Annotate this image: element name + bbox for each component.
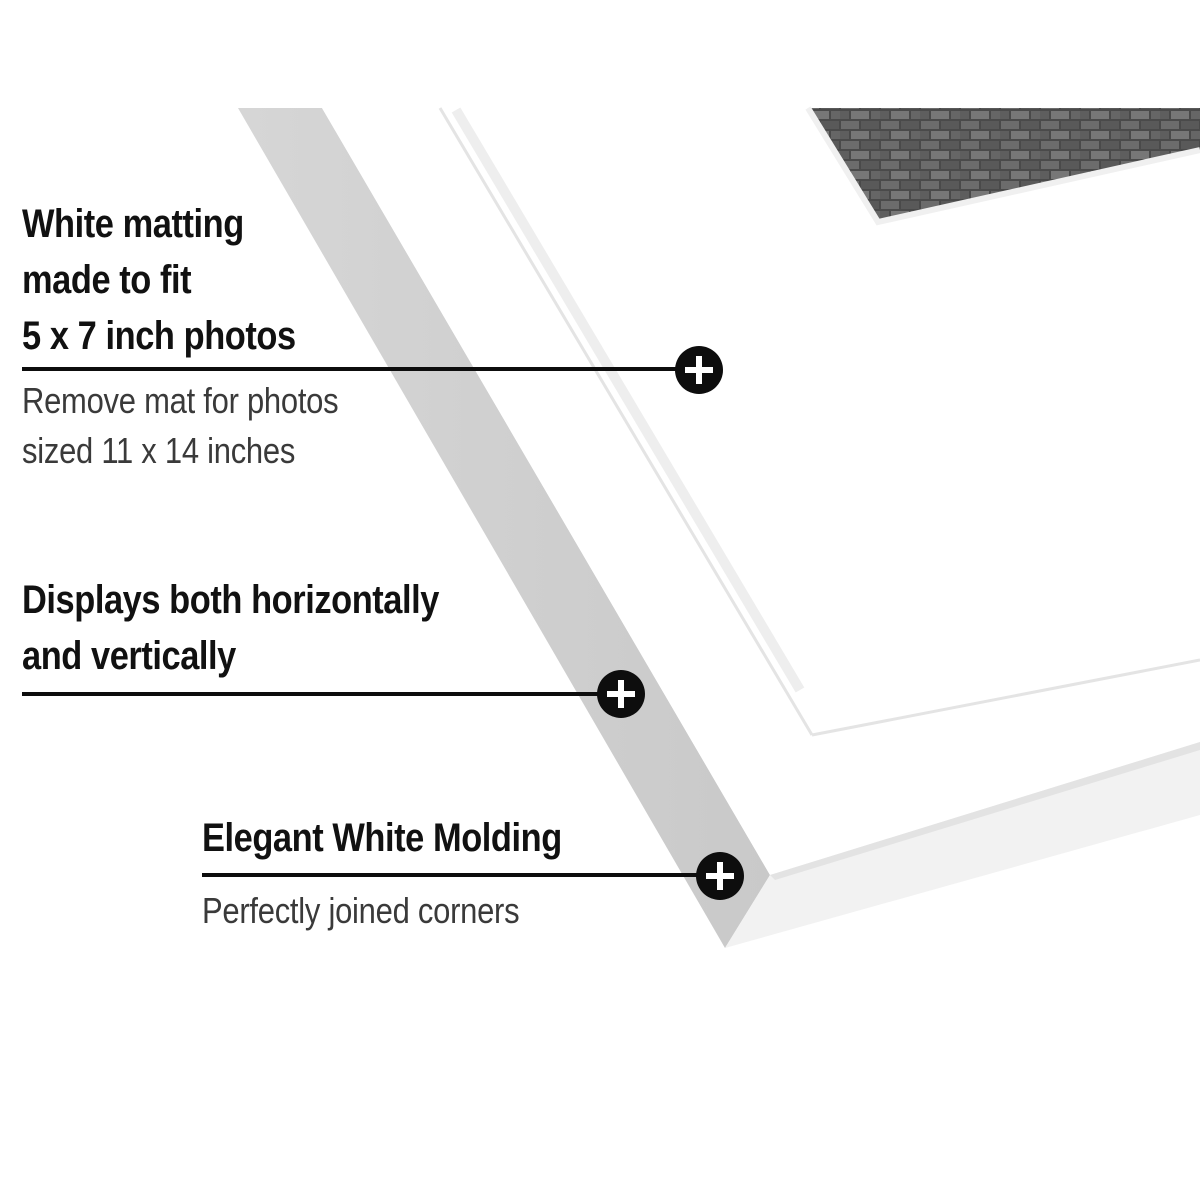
mat-edge-bottom bbox=[811, 658, 1200, 737]
callout-matting-subtext: Remove mat for photos sized 11 x 14 inch… bbox=[22, 376, 390, 476]
frame-molding-side bbox=[238, 108, 770, 948]
mat-board bbox=[440, 108, 1200, 735]
frame-molding-bottom bbox=[725, 742, 1200, 948]
callout-matting: White matting made to fit 5 x 7 inch pho… bbox=[22, 196, 340, 364]
callout-matting-heading-1: White matting bbox=[22, 202, 244, 246]
callout-matting-subtext-2: sized 11 x 14 inches bbox=[22, 430, 296, 471]
callout-matting-subtext-1: Remove mat for photos bbox=[22, 380, 339, 421]
plus-circle-icon bbox=[675, 346, 723, 394]
plus-circle-icon bbox=[597, 670, 645, 718]
photo-image bbox=[808, 108, 1200, 222]
plus-circle-icon bbox=[696, 852, 744, 900]
mat-edge-left bbox=[438, 107, 814, 736]
callout-orientation-heading-2: and vertically bbox=[22, 634, 236, 678]
callout-orientation-heading-1: Displays both horizontally bbox=[22, 578, 439, 622]
callout-matting-heading-2: made to fit bbox=[22, 258, 192, 302]
photo-bevel bbox=[805, 106, 1200, 226]
callout-molding-heading: Elegant White Molding bbox=[202, 816, 562, 860]
callout-molding: Elegant White Molding bbox=[202, 810, 620, 866]
frame-molding-inner bbox=[322, 108, 812, 875]
callout-matting-rule bbox=[22, 367, 692, 371]
mat-shadow-left bbox=[451, 107, 805, 693]
callout-molding-subtext-1: Perfectly joined corners bbox=[202, 890, 520, 931]
callout-molding-rule bbox=[202, 873, 712, 877]
callout-molding-subtext: Perfectly joined corners bbox=[202, 886, 571, 936]
callout-orientation: Displays both horizontally and verticall… bbox=[22, 572, 507, 684]
frame-molding-bottom-edge bbox=[770, 742, 1200, 880]
callout-matting-heading-3: 5 x 7 inch photos bbox=[22, 314, 296, 358]
callout-orientation-rule bbox=[22, 692, 612, 696]
